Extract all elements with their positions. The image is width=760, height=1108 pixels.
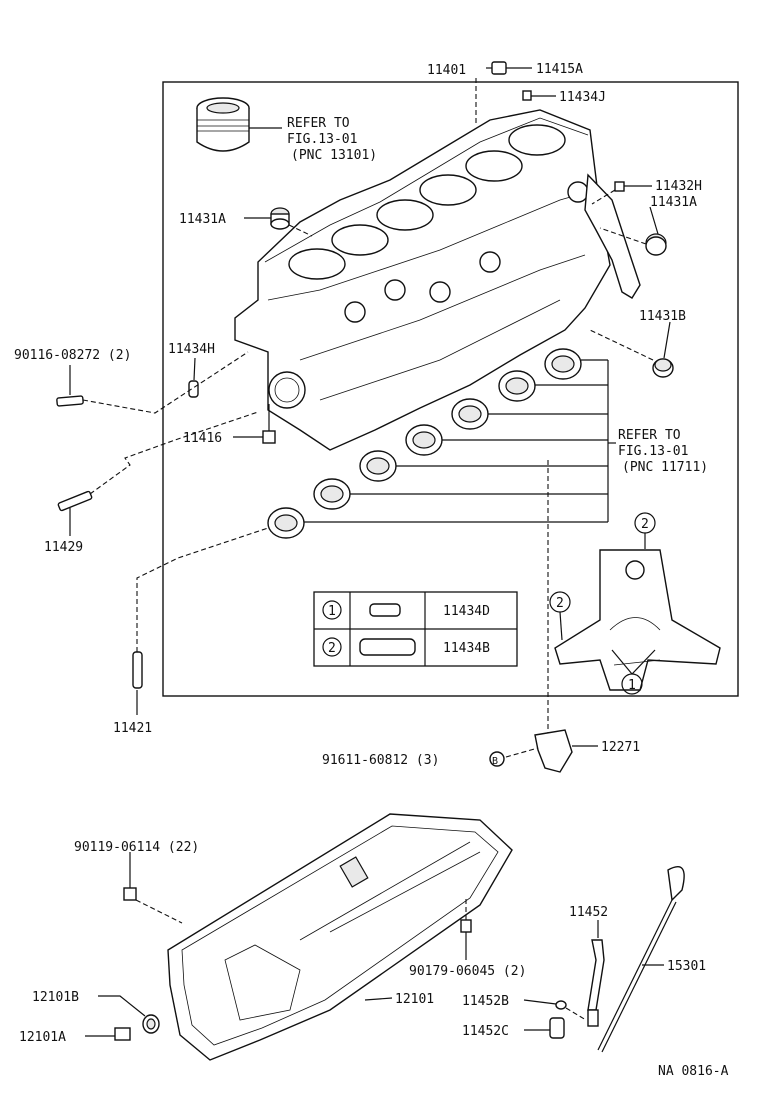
label-11452b: 11452B [462,994,509,1009]
label-11415a: 11415A [536,62,583,77]
plug-11432h-icon [591,181,652,205]
oil-pan-icon [167,813,513,1061]
label-refer-bearing-3: (PNC 11711) [622,460,708,475]
drain-plug-icon [85,995,393,1041]
label-refer-piston-2: FIG.13-01 [287,132,357,147]
label-11432h: 11432H [655,179,702,194]
rear-plate-icon [549,512,721,695]
label-11452: 11452 [569,905,608,920]
label-12271: 12271 [601,740,640,755]
pin-11434h-icon [188,357,199,398]
legend-row-1-part: 11434D [443,604,490,619]
dipstick-icon [597,866,685,1053]
callout-1-bottom: 1 [628,678,636,693]
bolt-11416-icon [233,404,276,444]
stud-90116-icon [56,351,249,414]
bolt-b-marker [489,751,505,767]
label-90119: 90119-06114 (22) [74,840,199,855]
label-refer-piston-3: (PNC 13101) [291,148,377,163]
bolt-90119-icon [123,852,183,924]
plug-11434j-icon [522,90,556,101]
pin-11421-icon [132,527,269,715]
label-11434h: 11434H [168,342,215,357]
label-15301: 15301 [667,959,706,974]
callout-2-top: 2 [641,517,649,532]
label-11431b: 11431B [639,309,686,324]
label-90116: 90116-08272 (2) [14,348,131,363]
cylinder-block-icon [234,109,641,451]
piston-icon [196,97,282,152]
stud-11429-icon [57,411,259,536]
plug-11431b-icon [589,321,674,378]
callout-2-left: 2 [556,596,564,611]
plug-11431a-left-icon [244,207,313,237]
label-11431a-left: 11431A [179,212,226,227]
label-11401: 11401 [427,63,466,78]
label-refer-bearing-1: REFER TO [618,428,681,443]
bearings-icon [267,348,616,539]
legend-table [313,591,518,667]
legend-row-1-num: 1 [328,604,336,619]
label-refer-bearing-2: FIG.13-01 [618,444,688,459]
dipstick-guide-icon [523,920,605,1039]
bolt-90179-icon [460,898,472,960]
label-12101: 12101 [395,992,434,1007]
label-11429: 11429 [44,540,83,555]
label-91611: 91611-60812 (3) [322,753,439,768]
label-12101a: 12101A [19,1030,66,1045]
legend-row-2-num: 2 [328,641,336,656]
bracket-12271-icon [505,729,598,773]
label-refer-piston-1: REFER TO [287,116,350,131]
label-11434j: 11434J [559,90,606,105]
label-90179: 90179-06045 (2) [409,964,526,979]
label-12101b: 12101B [32,990,79,1005]
assembly-frame [162,81,739,697]
legend-row-2-part: 11434B [443,641,490,656]
footer-code: NA 0816-A [658,1064,729,1079]
label-11431a-right: 11431A [650,195,697,210]
plug-11431a-right-icon [599,206,667,256]
label-11416: 11416 [183,431,222,446]
label-11421: 11421 [113,721,152,736]
label-11452c: 11452C [462,1024,509,1039]
bolt-11415a-icon [486,61,532,75]
bolt-b-letter: B [492,756,498,767]
